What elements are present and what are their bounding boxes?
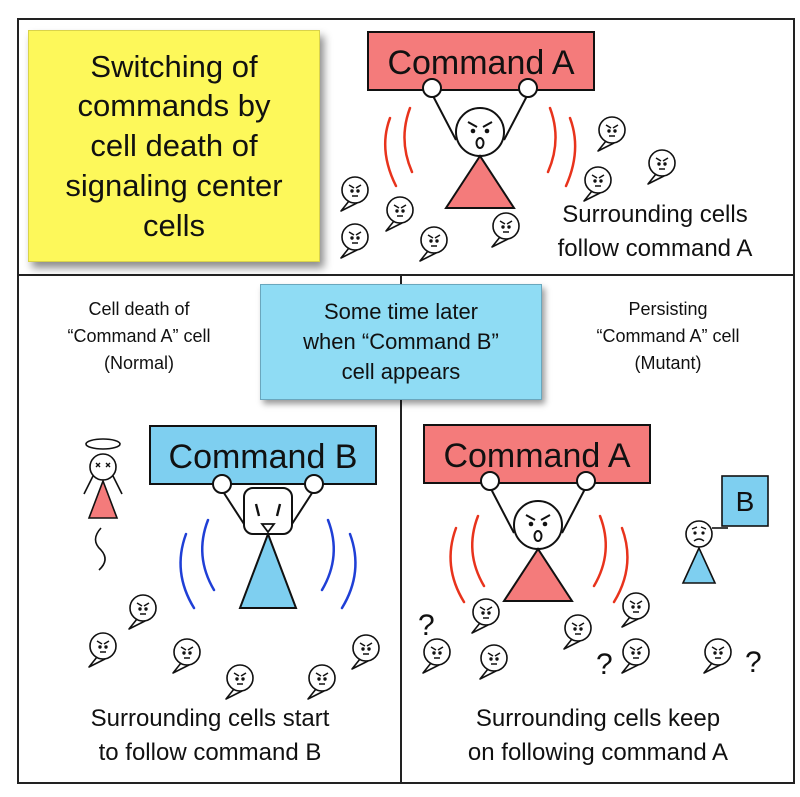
sad-command-b-cell: B <box>681 475 769 584</box>
follower-cell <box>340 223 369 259</box>
right-command-waves <box>449 514 629 604</box>
left-follower-cells <box>88 594 380 700</box>
question-mark: ? <box>745 646 762 679</box>
follower-cell <box>88 632 117 668</box>
follower-cell <box>491 212 520 248</box>
follower-cell <box>583 166 612 202</box>
left-command-b-label: Command B <box>169 438 358 476</box>
title-note-text: Switching of commands by cell death of s… <box>65 48 283 243</box>
follower-cell <box>621 592 650 628</box>
command-b-commander-figure <box>212 474 324 609</box>
follower-cell <box>385 196 414 232</box>
panel-bottom-right <box>400 274 795 784</box>
follower-cell <box>563 614 592 650</box>
follower-cell <box>647 149 676 185</box>
time-sticky-note: Some time later when “Command B” cell ap… <box>260 284 542 400</box>
follower-cell <box>340 176 369 212</box>
question-mark: ? <box>418 609 435 642</box>
left-panel-caption: Surrounding cells start to follow comman… <box>90 705 330 767</box>
question-marks: ? ? ? <box>418 609 762 681</box>
follower-cell <box>703 638 732 674</box>
follower-cell <box>471 598 500 634</box>
follower-cell <box>307 664 336 700</box>
top-command-a-label: Command A <box>387 44 574 82</box>
follower-cell <box>621 638 650 674</box>
left-panel-header: Cell death of “Command A” cell (Normal) <box>67 299 211 373</box>
title-sticky-note: Switching of commands by cell death of s… <box>28 30 320 262</box>
right-follower-cells <box>422 592 732 680</box>
right-command-a-label: Command A <box>443 437 630 475</box>
right-command-a-sign: Command A <box>423 424 651 484</box>
right-panel-caption: Surrounding cells keep on following comm… <box>467 705 729 767</box>
question-mark: ? <box>596 648 613 681</box>
follower-cell <box>225 664 254 700</box>
persisting-commander-figure <box>480 471 596 602</box>
top-command-waves <box>384 106 577 188</box>
halo-icon <box>85 438 121 450</box>
follower-cell <box>172 638 201 674</box>
follower-cell <box>351 634 380 670</box>
command-b-waves <box>179 518 357 610</box>
follower-cell <box>422 638 451 674</box>
follower-cell <box>419 226 448 262</box>
left-command-b-sign: Command B <box>149 425 377 485</box>
mini-b-sign-label: B <box>736 486 755 517</box>
top-panel-caption: Surrounding cells follow command A <box>557 201 753 263</box>
right-panel-header: Persisting “Command A” cell (Mutant) <box>596 299 740 373</box>
dead-command-a-cell <box>83 438 123 571</box>
follower-cell <box>128 594 157 630</box>
top-commander-figure <box>422 78 538 209</box>
follower-cell <box>479 644 508 680</box>
time-note-text: Some time later when “Command B” cell ap… <box>303 299 499 384</box>
follower-cell <box>597 116 626 152</box>
top-command-a-sign: Command A <box>367 31 595 91</box>
